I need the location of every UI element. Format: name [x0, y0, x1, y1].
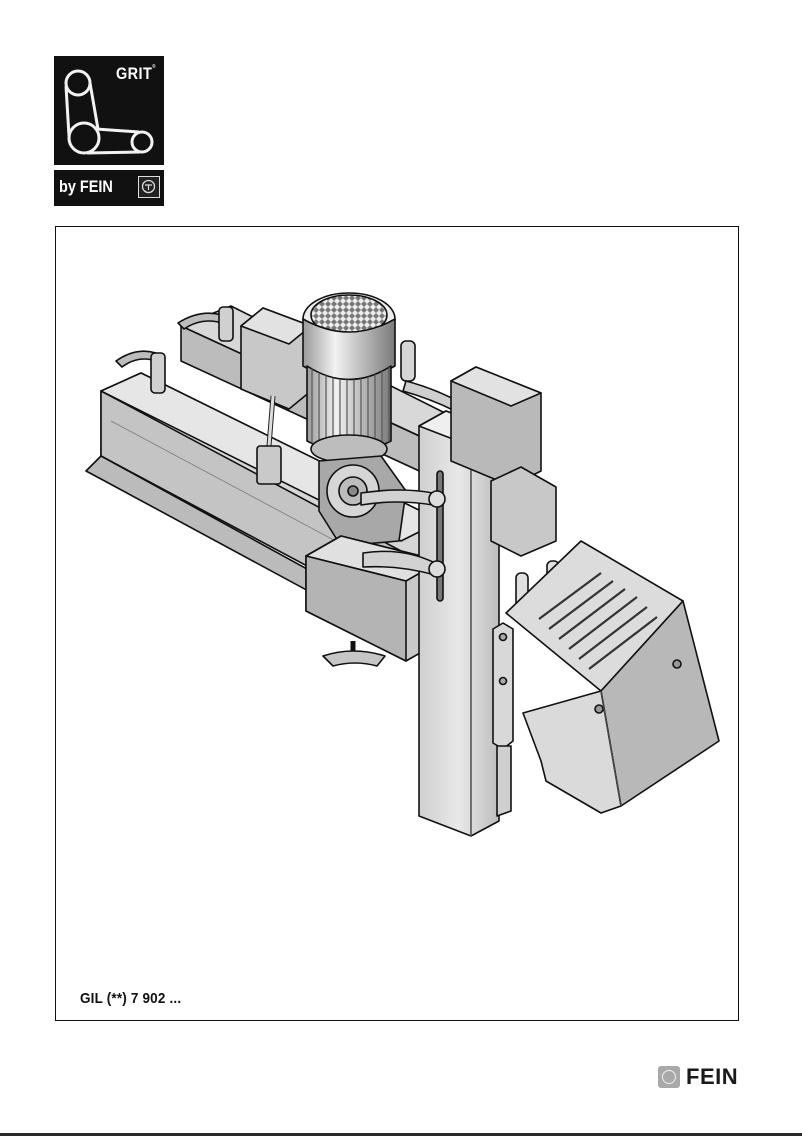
- page-bottom-rule: [0, 1133, 802, 1136]
- figure-frame: GIL (**) 7 902 ...: [55, 226, 739, 1021]
- belt-pulley-icon: [64, 69, 154, 155]
- fein-emblem-icon: [658, 1066, 680, 1088]
- belt-grinder-illustration: [85, 292, 720, 837]
- model-code: GIL (**) 7 902 ...: [80, 990, 182, 1007]
- grit-logo-top: GRIT®: [54, 56, 164, 165]
- fein-footer-logo: FEIN: [658, 1064, 739, 1089]
- fein-wordmark: FEIN: [686, 1064, 739, 1089]
- grit-logo: GRIT® by FEIN: [54, 56, 164, 206]
- byfein-bar: by FEIN: [54, 170, 164, 206]
- fein-emblem-icon: [138, 176, 160, 198]
- byfein-label: by FEIN: [59, 177, 113, 196]
- grit-wordmark: GRIT®: [116, 64, 156, 83]
